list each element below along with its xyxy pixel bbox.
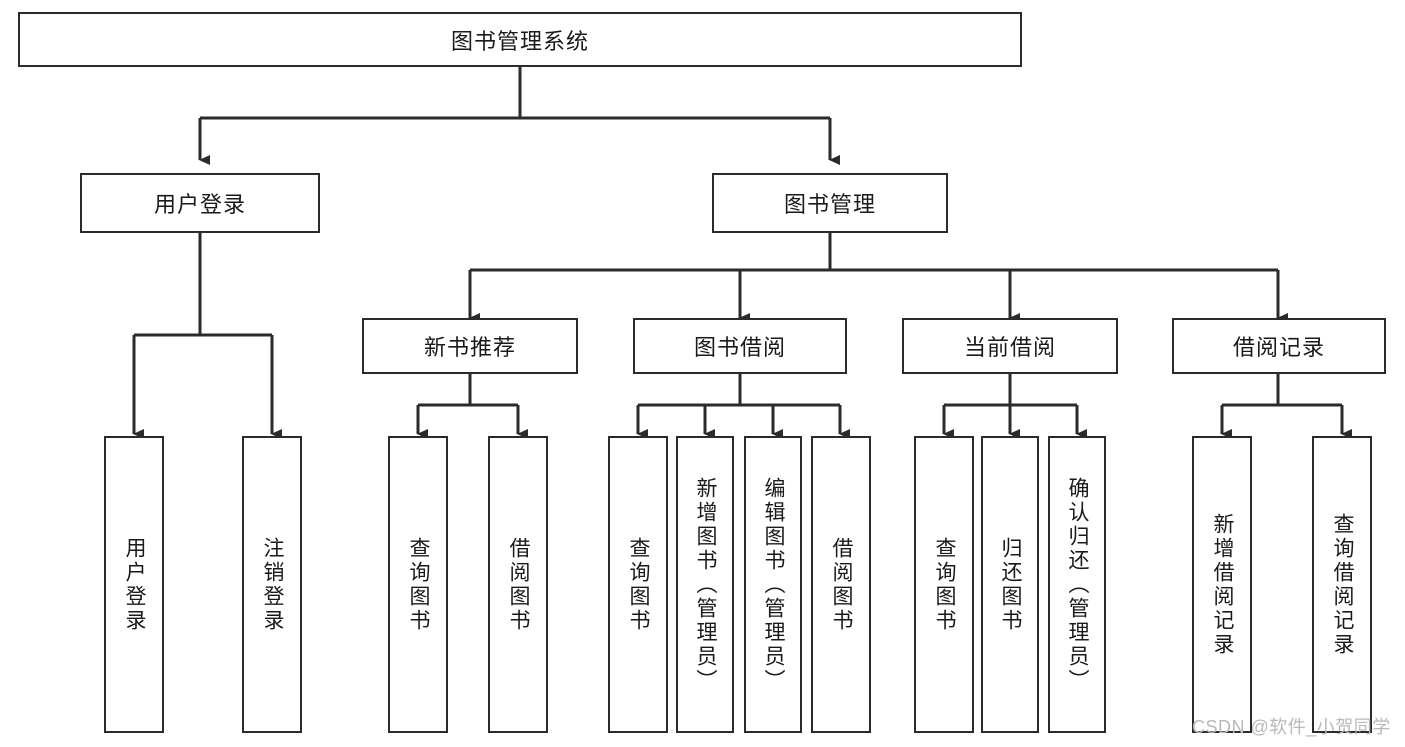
node-user-login[interactable]: 用户登录: [80, 173, 320, 233]
node-label: 新书推荐: [423, 335, 516, 360]
node-label: 新增借阅记录: [1211, 512, 1235, 657]
leaf-user-login[interactable]: 用户登录: [104, 436, 164, 733]
node-book-management-system[interactable]: 图书管理系统: [18, 12, 1022, 67]
node-label: 用户登录: [123, 536, 147, 633]
leaf-add-book-admin[interactable]: 新增图书（管理员）: [676, 436, 734, 733]
csdn-watermark: CSDN @软件_小贺同学: [1192, 717, 1391, 737]
leaf-confirm-return-admin[interactable]: 确认归还（管理员）: [1048, 436, 1106, 733]
node-label: 编辑图书（管理员）: [762, 476, 786, 693]
leaf-edit-book-admin[interactable]: 编辑图书（管理员）: [744, 436, 802, 733]
leaf-borrow-book-borrow[interactable]: 借阅图书: [811, 436, 871, 733]
node-label: 用户登录: [153, 192, 246, 217]
node-label: 归还图书: [999, 536, 1023, 633]
node-label: 查询图书: [407, 536, 431, 633]
node-label: 借阅图书: [830, 536, 854, 633]
leaf-return-book[interactable]: 归还图书: [981, 436, 1039, 733]
node-label: 图书管理系统: [450, 28, 589, 54]
node-label: 借阅记录: [1232, 335, 1325, 360]
node-label: 当前借阅: [963, 335, 1056, 360]
node-current-borrow[interactable]: 当前借阅: [902, 318, 1118, 374]
leaf-add-borrow-record[interactable]: 新增借阅记录: [1192, 436, 1252, 733]
leaf-query-book-current[interactable]: 查询图书: [914, 436, 974, 733]
node-label: 新增图书（管理员）: [694, 476, 718, 693]
leaf-borrow-book-new-recommend[interactable]: 借阅图书: [488, 436, 548, 733]
node-borrow-record[interactable]: 借阅记录: [1172, 318, 1386, 374]
node-label: 图书管理: [783, 192, 876, 217]
node-label: 查询图书: [933, 536, 957, 633]
node-new-book-recommend[interactable]: 新书推荐: [362, 318, 578, 374]
node-book-borrow[interactable]: 图书借阅: [633, 318, 847, 374]
leaf-query-book-new-recommend[interactable]: 查询图书: [388, 436, 448, 733]
node-book-manage[interactable]: 图书管理: [712, 173, 948, 233]
node-label: 查询借阅记录: [1331, 512, 1355, 657]
node-label: 确认归还（管理员）: [1066, 476, 1090, 693]
leaf-query-borrow-record[interactable]: 查询借阅记录: [1312, 436, 1372, 733]
node-label: 查询图书: [627, 536, 651, 633]
node-label: 借阅图书: [507, 536, 531, 633]
node-label: 图书借阅: [693, 335, 786, 360]
leaf-query-book-borrow[interactable]: 查询图书: [608, 436, 668, 733]
node-label: 注销登录: [261, 536, 285, 633]
leaf-logout-login[interactable]: 注销登录: [242, 436, 302, 733]
